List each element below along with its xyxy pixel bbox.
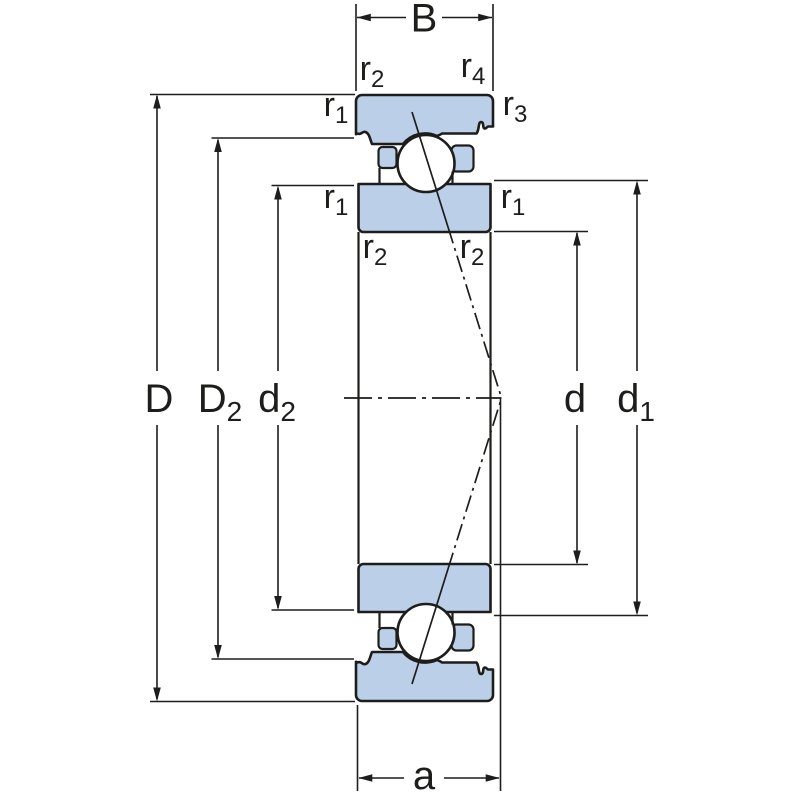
label-d: d [564,377,586,421]
label-r1-mid-right: r1 [501,178,526,221]
label-D: D [145,377,174,421]
arrowhead-up [633,180,641,195]
dimension-d: d [494,230,588,566]
arrowhead-down [214,645,222,659]
dimension-d2: d2 [258,184,354,611]
arrowhead-up [274,185,282,200]
bearing-lower-half [354,396,503,703]
arrowhead-down [153,687,161,702]
bearing-upper-half [354,93,503,399]
label-r1-mid-left: r1 [324,178,349,221]
arrowhead-left [358,774,373,782]
label-D2: D2 [198,377,242,427]
outer-ring-section [354,93,495,146]
dimension-a: a [356,705,500,798]
ext-line [494,230,588,566]
dimension-D: D [145,93,355,703]
label-r1-upper-left: r1 [324,86,349,129]
ext-line [271,184,354,611]
ext-line [211,137,354,660]
dimension-d1: d1 [494,179,655,617]
label-r2-lower-left: r2 [363,228,388,271]
ball [396,133,456,194]
cage-section-left [377,145,398,170]
arrowhead-right [485,774,500,782]
dimension-D2: D2 [198,137,354,660]
ext-line [150,93,355,703]
dimension-B: B [355,0,494,91]
arrowhead-down [573,550,581,565]
ext-line [494,179,648,617]
contact-angle-line-solid [411,111,449,228]
label-d2: d2 [258,377,296,427]
label-B: B [411,0,438,41]
arrowhead-down [274,596,282,610]
label-a: a [413,754,436,798]
label-r2-top-left: r2 [360,50,385,93]
arrowhead-up [214,138,222,152]
label-r2-lower-right: r2 [460,228,485,271]
arrowhead-right [478,13,493,22]
arrowhead-up [153,94,161,109]
ext-line [355,4,494,91]
arrowhead-up [573,231,581,246]
label-r3-upper-right: r3 [503,85,528,128]
arrowhead-left [356,13,371,22]
label-d1: d1 [617,377,655,427]
label-r4-top-right: r4 [461,47,486,90]
arrowhead-down [633,601,641,616]
